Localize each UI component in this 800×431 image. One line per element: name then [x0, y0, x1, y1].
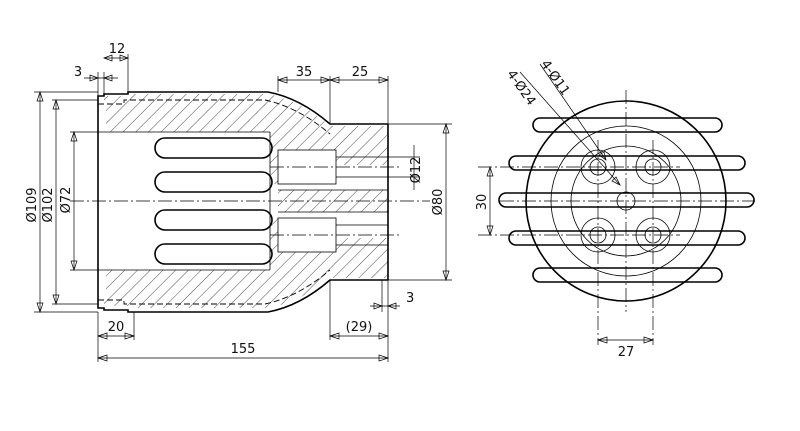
dim-3-bottom: 3 [406, 291, 414, 306]
dim-d80: Ø80 [431, 189, 446, 216]
fin-slot [154, 137, 273, 159]
end-view-rods [498, 117, 755, 283]
dim-155: 155 [231, 342, 256, 357]
body-outline-lower [97, 279, 388, 313]
fin-slots [154, 137, 273, 265]
dim-29: (29) [346, 320, 373, 335]
fin-slot [154, 171, 273, 193]
dim-d12: Ø12 [409, 157, 424, 184]
dim-27: 27 [618, 345, 635, 360]
end-view: 30 27 4-Ø24 4-Ø11 [475, 57, 755, 360]
fin-slot [154, 243, 273, 265]
bore-2 [336, 224, 388, 246]
dim-12: 12 [109, 42, 126, 57]
dim-d109: Ø109 [25, 187, 40, 222]
dim-35: 35 [296, 65, 313, 80]
dim-d72: Ø72 [59, 187, 74, 214]
section-hatch-upper [104, 94, 388, 184]
label-4-d11: 4-Ø11 [537, 57, 572, 98]
label-4-d24: 4-Ø24 [503, 67, 538, 108]
leader-d11 [539, 63, 607, 161]
hidden-outline-lower [98, 269, 331, 305]
fin-slot [154, 209, 273, 231]
dim-25: 25 [352, 65, 369, 80]
section-hatch-middle [278, 190, 388, 212]
leader-d24 [519, 71, 621, 186]
side-view: Ø109 Ø102 Ø72 Ø80 Ø12 155 20 [25, 42, 452, 362]
dim-30: 30 [475, 194, 490, 211]
dim-20: 20 [108, 320, 125, 335]
hidden-outline-upper [98, 99, 331, 135]
dim-d102: Ø102 [41, 187, 56, 222]
section-hatch-lower [104, 218, 388, 308]
bore-1 [336, 156, 388, 178]
dim-3-top: 3 [74, 65, 82, 80]
bore-center [278, 189, 388, 213]
